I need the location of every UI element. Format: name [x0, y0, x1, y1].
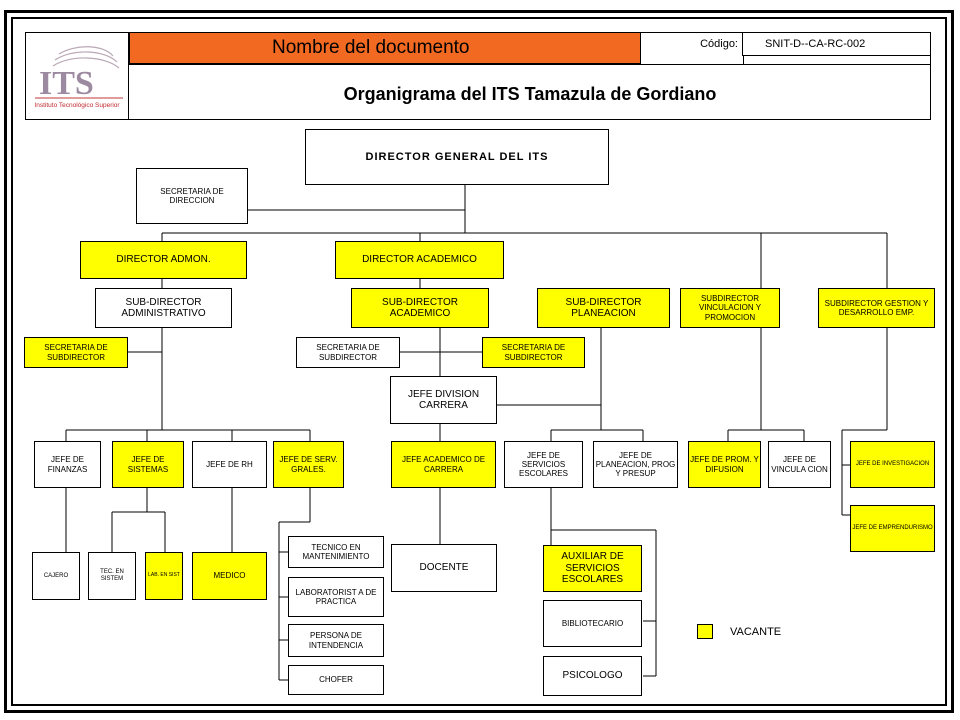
legend-vacant-label: VACANTE	[730, 626, 782, 638]
node-jefe-planeacion: JEFE DE PLANEACION, PROG Y PRESUP	[593, 441, 678, 488]
node-lab-sist: LAB. EN SIST	[145, 552, 183, 600]
node-secretaria-subdirector-admin: SECRETARIA DE SUBDIRECTOR	[24, 337, 128, 368]
inner-frame	[11, 17, 947, 706]
node-jefe-prom-difusion: JEFE DE PROM. Y DIFUSION	[688, 441, 761, 488]
node-laboratorista: LABORATORIST A DE PRACTICA	[288, 577, 384, 617]
node-jefe-serv-grales: JEFE DE SERV. GRALES.	[273, 441, 344, 488]
node-jefe-servicios-escolares: JEFE DE SERVICIOS ESCOLARES	[504, 441, 583, 488]
node-director-general: DIRECTOR GENERAL DEL ITS	[305, 129, 609, 185]
logo-caption: Instituto Tecnológico Superior	[34, 102, 120, 109]
node-director-admon: DIRECTOR ADMON.	[80, 241, 247, 279]
document-name-label: Nombre del documento	[129, 32, 641, 64]
code-divider	[743, 56, 744, 64]
outer-frame	[4, 10, 954, 713]
node-cajero: CAJERO	[32, 552, 80, 600]
node-chofer: CHOFER	[288, 665, 384, 695]
node-docente: DOCENTE	[391, 544, 497, 592]
code-value: SNIT-D--CA-RC-002	[743, 32, 931, 56]
node-medico: MEDICO	[192, 552, 267, 600]
node-secretaria-subdirector-plan: SECRETARIA DE SUBDIRECTOR	[482, 337, 585, 368]
node-jefe-academico-carrera: JEFE ACADEMICO DE CARRERA	[391, 441, 496, 488]
node-jefe-finanzas: JEFE DE FINANZAS	[34, 441, 101, 488]
node-subdirector-vinculacion: SUBDIRECTOR VINCULACION Y PROMOCION	[680, 288, 780, 328]
node-secretaria-subdirector-acad: SECRETARIA DE SUBDIRECTOR	[296, 337, 400, 368]
code-label: Código:	[641, 32, 743, 56]
node-tec-sistem: TEC. EN SISTEM	[88, 552, 136, 600]
node-subdirector-planeacion: SUB-DIRECTOR PLANEACION	[537, 288, 670, 328]
node-subdirector-academico: SUB-DIRECTOR ACADEMICO	[351, 288, 489, 328]
node-persona-intendencia: PERSONA DE INTENDENCIA	[288, 624, 384, 657]
node-jefe-division-carrera: JEFE DIVISION CARRERA	[390, 376, 497, 424]
node-jefe-sistemas: JEFE DE SISTEMAS	[112, 441, 184, 488]
node-jefe-emprendurismo: JEFE DE EMPRENDURISMO	[850, 505, 935, 552]
header-separator	[129, 64, 931, 65]
node-subdirector-administrativo: SUB-DIRECTOR ADMINISTRATIVO	[95, 288, 232, 328]
node-jefe-vinculacion: JEFE DE VINCULA CION	[768, 441, 831, 488]
node-director-academico: DIRECTOR ACADEMICO	[335, 241, 504, 279]
node-jefe-investigacion: JEFE DE INVESTIGACION	[850, 441, 935, 488]
node-subdirector-gestion: SUBDIRECTOR GESTION Y DESARROLLO EMP.	[818, 288, 935, 328]
its-logo: ITS Instituto Tecnológico Superior	[34, 46, 123, 109]
node-tecnico-mantenimiento: TECNICO EN MANTENIMIENTO	[288, 536, 384, 568]
node-auxiliar-servicios: AUXILIAR DE SERVICIOS ESCOLARES	[543, 545, 642, 592]
logo-cell: ITS Instituto Tecnológico Superior	[25, 32, 129, 120]
node-secretaria-direccion: SECRETARIA DE DIRECCION	[136, 168, 248, 224]
legend-vacant-swatch	[697, 624, 713, 639]
node-bibliotecario: BIBLIOTECARIO	[543, 600, 642, 647]
node-psicologo: PSICOLOGO	[543, 656, 642, 696]
page-title: Organigrama del ITS Tamazula de Gordiano	[343, 84, 717, 104]
logo-letters: ITS	[39, 65, 94, 102]
node-jefe-rh: JEFE DE RH	[192, 441, 267, 488]
